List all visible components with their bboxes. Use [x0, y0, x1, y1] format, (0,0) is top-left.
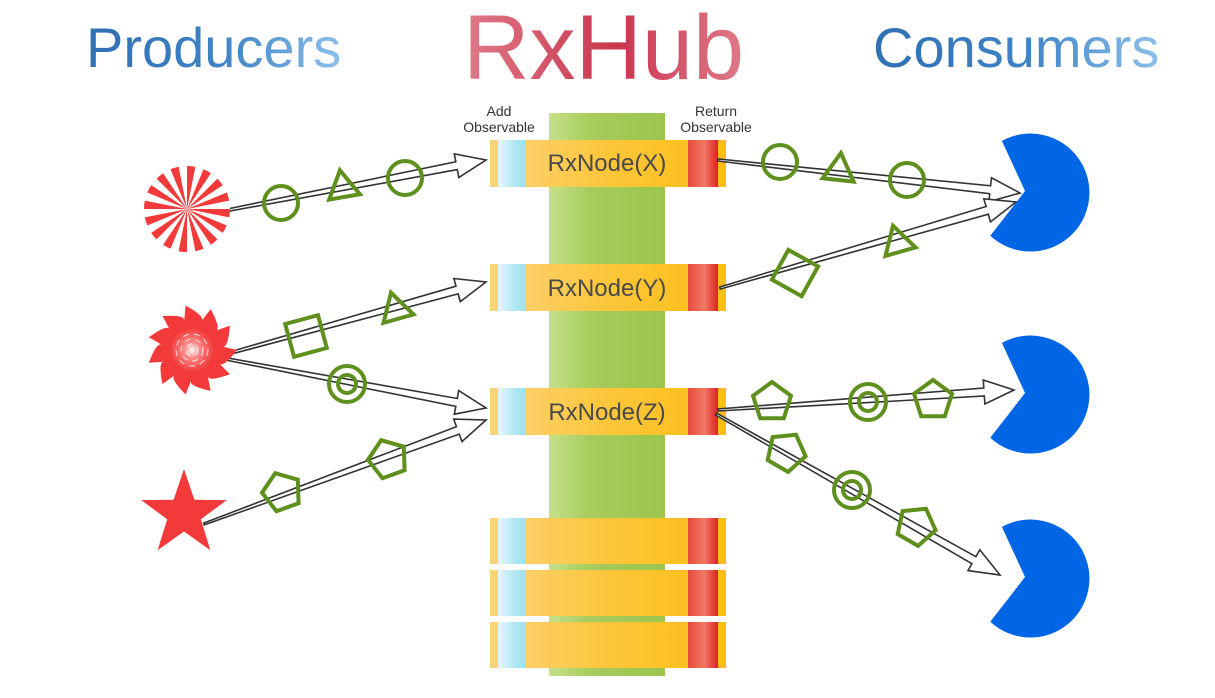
emission-circle [386, 159, 424, 197]
emission-triangle [326, 166, 364, 203]
return-port [688, 140, 718, 187]
consumer-3-pacman-icon [990, 519, 1090, 638]
return-port [688, 622, 718, 668]
rxnode-y [490, 264, 726, 311]
add-port [498, 388, 526, 435]
rxnode-z [490, 388, 726, 435]
emission-circle [761, 143, 799, 181]
return-port [688, 388, 718, 435]
consumers-heading: Consumers [873, 16, 1160, 79]
flow-y-to-consumer1 [718, 197, 1019, 290]
emission-triangle [380, 288, 418, 326]
add-port [498, 140, 526, 187]
producers-heading: Producers [86, 16, 342, 79]
flow-producer2-to-y [214, 277, 489, 359]
emission-triangle [882, 221, 920, 259]
emission-double-circle [327, 364, 367, 404]
flow-producer2-to-z [214, 355, 489, 416]
emission-double-circle [848, 382, 888, 422]
empty-node-slot [490, 622, 726, 668]
return-port [688, 518, 718, 564]
flow-z-to-consumer2 [717, 378, 1017, 412]
producer-spiral-star-icon [148, 305, 237, 395]
return-port [688, 570, 718, 616]
producer-sunburst-icon [143, 165, 231, 253]
emission-diamond [282, 312, 330, 360]
node-x-label: RxNode(X) [547, 150, 667, 177]
empty-node-slot [490, 570, 726, 616]
rxnode-x [490, 140, 726, 187]
add-port [498, 518, 526, 564]
emission-pentagon [259, 470, 301, 514]
add-port [498, 622, 526, 668]
emission-pentagon [895, 506, 939, 549]
node-z-label: RxNode(Z) [548, 399, 666, 426]
emission-triangle [818, 149, 857, 184]
emissions-layer [259, 143, 955, 549]
consumer-2-pacman-icon [990, 335, 1090, 454]
add-observable-label: Add Observable [463, 103, 535, 135]
emission-circle [262, 184, 300, 222]
emission-pentagon [765, 432, 809, 475]
emission-pentagon [750, 379, 794, 421]
emission-diamond [769, 247, 821, 299]
page-title: RxHub [463, 0, 745, 99]
producer-star-icon [141, 469, 227, 551]
emission-circle [888, 161, 926, 199]
node-y-label: RxNode(Y) [547, 275, 667, 302]
flow-producer1-to-x [206, 152, 489, 216]
emission-double-circle [832, 470, 872, 510]
add-port [498, 570, 526, 616]
flow-producer3-to-z [202, 418, 489, 526]
nodes-layer [490, 140, 726, 668]
empty-node-slot [490, 518, 726, 564]
return-port [688, 264, 718, 311]
emission-pentagon [365, 437, 407, 481]
return-observable-label: Return Observable [680, 103, 752, 135]
emission-pentagon [911, 377, 955, 419]
consumer-1-pacman-icon [990, 133, 1090, 252]
add-port [498, 264, 526, 311]
